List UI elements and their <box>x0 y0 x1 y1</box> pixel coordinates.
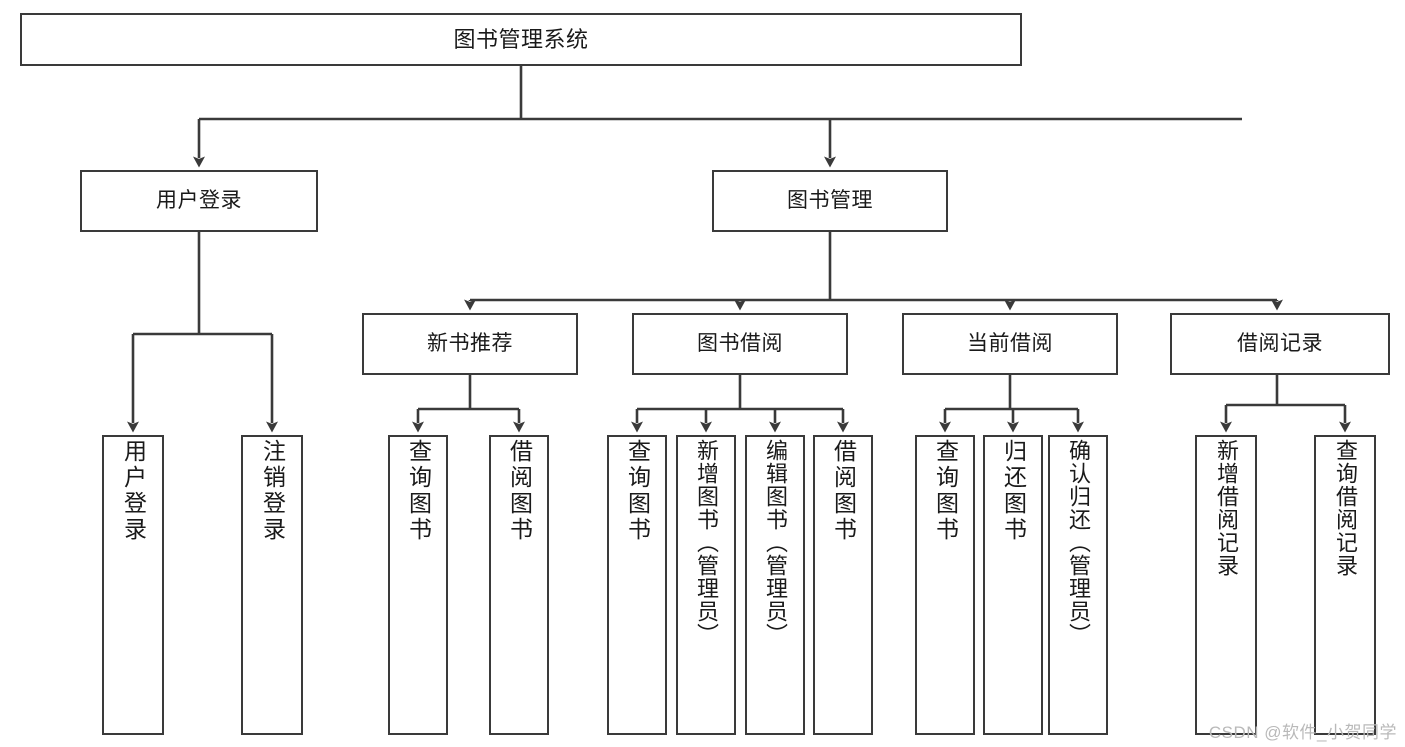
node-label: 用户登录 <box>120 439 147 543</box>
node-label: 借阅记录 <box>1237 331 1323 355</box>
node-label: 图书管理 <box>787 188 873 212</box>
node-label: 查询图书 <box>932 439 959 543</box>
node-label: 借阅图书 <box>830 439 857 543</box>
node-label: 确认归还（管理员） <box>1066 439 1091 646</box>
node-label: 注销登录 <box>259 439 286 543</box>
node-label: 新书推荐 <box>427 331 513 355</box>
node-book-manage[interactable]: 图书管理 <box>712 170 948 232</box>
leaf-query-borrow-record[interactable]: 查询借阅记录 <box>1314 435 1376 735</box>
node-new-book-recommend[interactable]: 新书推荐 <box>362 313 578 375</box>
leaf-user-login[interactable]: 用户登录 <box>102 435 164 735</box>
node-label: 图书管理系统 <box>453 26 589 52</box>
leaf-query-book-recommend[interactable]: 查询图书 <box>388 435 448 735</box>
node-label: 新增借阅记录 <box>1214 439 1239 577</box>
leaf-borrow-book-recommend[interactable]: 借阅图书 <box>489 435 549 735</box>
leaf-borrow-book[interactable]: 借阅图书 <box>813 435 873 735</box>
leaf-query-book-borrow[interactable]: 查询图书 <box>607 435 667 735</box>
leaf-query-book-current[interactable]: 查询图书 <box>915 435 975 735</box>
watermark: CSDN @软件_小贺同学 <box>1208 723 1397 742</box>
node-label: 用户登录 <box>156 188 242 212</box>
node-label: 新增图书（管理员） <box>694 439 719 646</box>
node-label: 查询借阅记录 <box>1333 439 1358 577</box>
leaf-logout-login[interactable]: 注销登录 <box>241 435 303 735</box>
leaf-confirm-return[interactable]: 确认归还（管理员） <box>1048 435 1108 735</box>
node-user-login[interactable]: 用户登录 <box>80 170 318 232</box>
node-current-borrow[interactable]: 当前借阅 <box>902 313 1118 375</box>
node-root-system[interactable]: 图书管理系统 <box>20 13 1022 66</box>
node-label: 归还图书 <box>1000 439 1027 543</box>
node-label: 编辑图书（管理员） <box>763 439 788 646</box>
node-book-borrow[interactable]: 图书借阅 <box>632 313 848 375</box>
leaf-add-borrow-record[interactable]: 新增借阅记录 <box>1195 435 1257 735</box>
node-label: 当前借阅 <box>967 331 1053 355</box>
node-label: 借阅图书 <box>506 439 533 543</box>
node-borrow-record[interactable]: 借阅记录 <box>1170 313 1390 375</box>
node-label: 查询图书 <box>624 439 651 543</box>
leaf-add-book[interactable]: 新增图书（管理员） <box>676 435 736 735</box>
node-label: 查询图书 <box>405 439 432 543</box>
node-label: 图书借阅 <box>697 331 783 355</box>
leaf-edit-book[interactable]: 编辑图书（管理员） <box>745 435 805 735</box>
leaf-return-book[interactable]: 归还图书 <box>983 435 1043 735</box>
